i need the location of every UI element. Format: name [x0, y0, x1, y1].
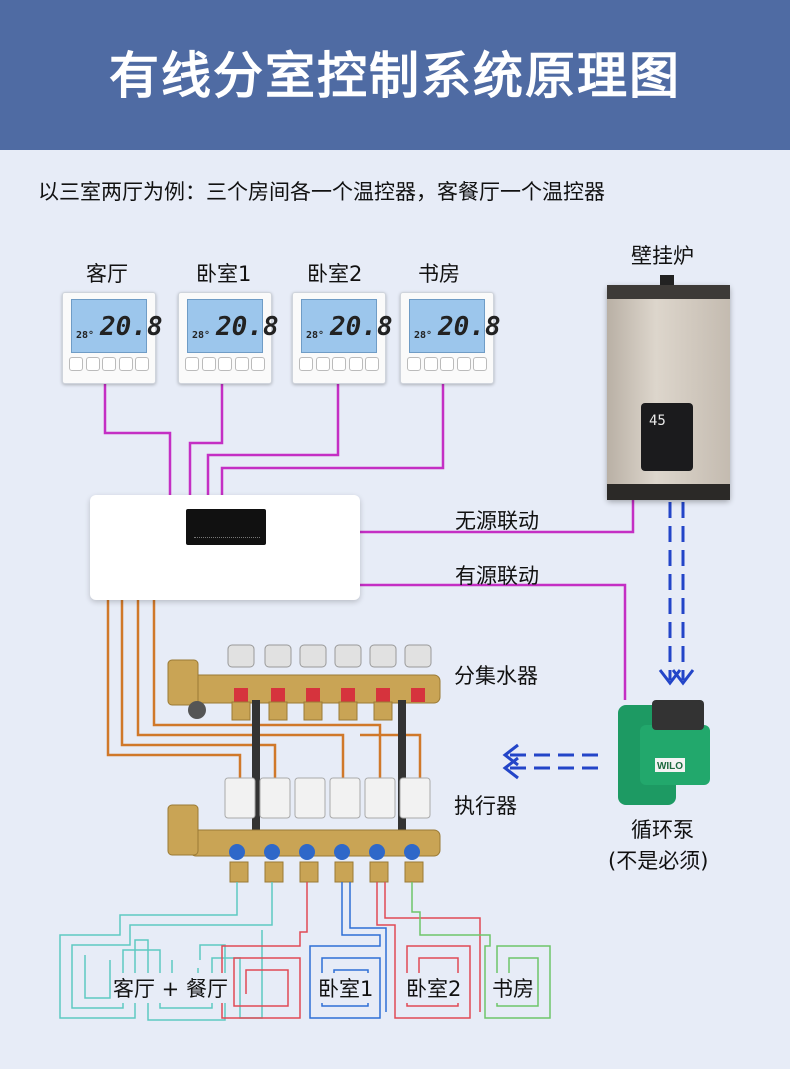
wire-actuator-3 — [136, 600, 345, 790]
wire-thermo-3 — [206, 383, 340, 497]
wire-thermo-4 — [220, 383, 445, 497]
thermostat-small-readout: 28° — [306, 330, 325, 341]
wire-actuator-5 — [360, 733, 422, 790]
zone-label-study: 书房 — [492, 973, 534, 1003]
thermostat-small-readout: 28° — [414, 330, 433, 341]
thermostat-bedroom-2: 20.8 28° — [292, 292, 393, 384]
loop-bedroom-2 — [376, 882, 481, 1019]
passive-link-label: 无源联动 — [455, 509, 539, 533]
wire-passive-link — [360, 500, 635, 534]
wire-actuator-2 — [120, 600, 277, 790]
actuator-wires — [106, 600, 422, 790]
wire-actuator-4 — [152, 600, 382, 790]
zone-label-bedroom-2: 卧室2 — [406, 973, 462, 1003]
thermostat-screen: 20.8 28° — [71, 299, 163, 353]
thermostat-living: 20.8 28° — [62, 292, 163, 384]
wire-thermo-1 — [103, 383, 172, 497]
thermostat-temp: 20.8 — [100, 312, 163, 342]
thermostat-label-living: 客厅 — [86, 262, 128, 286]
actuator-label: 执行器 — [454, 794, 517, 818]
wall-boiler: 45 — [607, 275, 730, 500]
zone-label-bedroom-1: 卧室1 — [318, 973, 374, 1003]
subtitle: 以三室两厅为例：三个房间各一个温控器，客餐厅一个温控器 — [38, 180, 605, 204]
zone-label-living-dining: 客厅 + 餐厅 — [113, 973, 228, 1003]
thermostat-screen: 20.8 28° — [301, 299, 393, 353]
thermostat-screen: 20.8 28° — [187, 299, 279, 353]
thermostat-small-readout: 28° — [76, 330, 95, 341]
pump-label: 循环泵 — [631, 818, 694, 842]
controller-display — [186, 509, 266, 545]
thermostat-buttons — [185, 357, 265, 371]
boiler-label: 壁挂炉 — [631, 244, 694, 268]
thermostat-temp: 20.8 — [438, 312, 501, 342]
thermostat-screen: 20.8 28° — [409, 299, 501, 353]
thermostat-study: 20.8 28° — [400, 292, 501, 384]
header-banner — [0, 0, 790, 150]
active-link-label: 有源联动 — [455, 564, 539, 588]
thermostat-label-bedroom-2: 卧室2 — [307, 262, 363, 286]
controller-indicator-row — [194, 537, 260, 542]
thermostat-wires — [103, 383, 635, 700]
wire-active-link — [360, 583, 627, 700]
manifold-label: 分集水器 — [454, 664, 538, 688]
wire-thermo-2 — [188, 383, 224, 497]
thermostat-label-study: 书房 — [418, 262, 460, 286]
boiler-display: 45 — [649, 413, 666, 429]
boiler-control-panel: 45 — [641, 403, 693, 471]
loop-bedroom-2-left — [221, 882, 308, 1019]
thermostat-temp: 20.8 — [330, 312, 393, 342]
central-controller — [90, 495, 360, 600]
page-title: 有线分室控制系统原理图 — [109, 47, 681, 105]
thermostat-label-bedroom-1: 卧室1 — [196, 262, 252, 286]
boiler-flue — [660, 275, 674, 287]
manifold-lower — [167, 777, 441, 883]
circulation-pump: WILO — [618, 700, 710, 805]
loop-study — [411, 882, 551, 1019]
boiler-top-band — [607, 285, 730, 299]
thermostat-small-readout: 28° — [192, 330, 211, 341]
thermostat-temp: 20.8 — [216, 312, 279, 342]
thermostat-bedroom-1: 20.8 28° — [178, 292, 279, 384]
pump-brand-text: WILO — [657, 761, 683, 772]
thermostat-buttons — [69, 357, 149, 371]
pump-note: (不是必须) — [608, 849, 709, 873]
water-flow-lines — [508, 502, 685, 770]
water-flow-arrowheads — [502, 669, 695, 780]
boiler-bottom-band — [607, 484, 730, 500]
thermostat-buttons — [407, 357, 487, 371]
thermostat-buttons — [299, 357, 379, 371]
manifold-upper — [167, 644, 441, 830]
wire-actuator-1 — [106, 600, 242, 790]
